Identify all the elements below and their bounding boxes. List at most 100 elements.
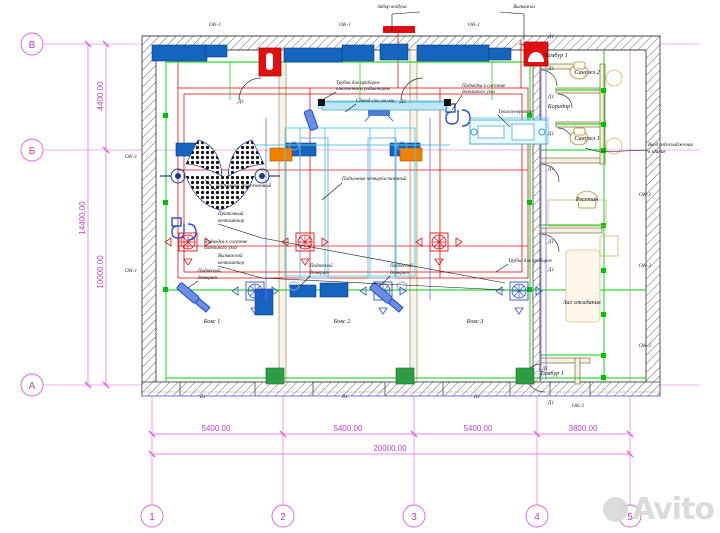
annotation-water-inlet-2: в здание [648, 150, 666, 155]
grid-bubble-5[interactable]: 5 [618, 504, 642, 528]
dim-v-1: 4400.00 [96, 81, 105, 110]
door-label: Д1 [547, 239, 555, 245]
grid-bubble-label: 3 [411, 512, 417, 523]
dim-v-2: 10000.00 [96, 255, 105, 289]
grid-bubble-label: 1 [149, 512, 155, 523]
annotation-exhaust-fan-1: Вытяжной [218, 253, 243, 259]
grid-bubble-label: В [29, 40, 36, 51]
gate-label: В1 [200, 394, 206, 400]
dim-h-4: 3800.00 [569, 424, 598, 433]
annotation-diesel-tap-2: дизельного узла [204, 246, 237, 251]
room-label-vestibule-bottom: Тамбур 1 [540, 370, 564, 377]
annotation-heating-pipe-2: отопления и радиаторов [336, 87, 391, 92]
annotation-diesel-1: Подводка к системе [461, 84, 506, 89]
two-post-lift [160, 139, 280, 211]
annotation-pipe-devices: Трубка для приборов [508, 259, 553, 264]
grid-bubble-4[interactable]: 4 [525, 504, 549, 528]
room-label-vestibule-top: Тамбур 1 [544, 52, 568, 59]
annotation-jack-2a: Подвесной [309, 263, 333, 269]
gate-label: В1 [342, 394, 348, 400]
fan-icons [164, 232, 543, 315]
dim-h-1: 5400.00 [202, 424, 231, 433]
dim-h-total: 20000.00 [373, 444, 407, 453]
room-label-corridor: Коридор [547, 103, 570, 110]
window-label: ОК-2 [639, 263, 652, 269]
door-label: Д1 [547, 66, 555, 72]
fire-cabinet-icon [523, 41, 549, 67]
annotation-two-post-lift: Подъемник двухстоечный [215, 183, 272, 189]
door-label: Д1 [541, 366, 549, 372]
siphon-symbol-right [445, 103, 471, 127]
dim-h-2: 5400.00 [334, 424, 363, 433]
annotation-supply-fan-2: вентилятор [218, 219, 245, 224]
leader-lines [187, 11, 649, 291]
door-label: Д1 [547, 400, 555, 406]
room-label-reception: Ресепшн [575, 196, 598, 203]
door-label: Д1 [237, 99, 245, 105]
annotation-jack-3a: Подвесной [389, 263, 413, 269]
grid-bubble-label: 2 [280, 512, 286, 523]
annotation-jack-1b: домкрат [198, 276, 217, 281]
gate-label: В1 [474, 394, 480, 400]
window-label: ОК-2 [639, 343, 652, 349]
room-label-box-1: Бокс 1 [203, 318, 221, 325]
annotation-air-intake: Забор воздуха [377, 5, 407, 10]
window-label: ОК-2 [572, 403, 585, 409]
door-label: Д1 [399, 99, 407, 105]
window-label: ОК-1 [125, 154, 138, 160]
four-post-lift [288, 137, 408, 291]
annotation-supply-fan-1: Приточный [217, 211, 244, 217]
sanitary-fixtures [547, 61, 623, 323]
door-label: Д1 [547, 131, 555, 137]
annotation-jack-3b: домкрат [390, 271, 409, 276]
annotation-exhaust: Вытяжка [513, 5, 535, 10]
window-label: ОК-1 [209, 22, 222, 28]
office-partitions [539, 63, 606, 385]
room-label-wc-2: Санузел 2 [574, 69, 599, 76]
dimension-lines [84, 40, 634, 458]
annotation-diesel-tap-1: Подводка к системе [203, 240, 248, 245]
grid-bubble-label: 5 [627, 512, 633, 523]
heat-generator [469, 119, 547, 145]
window-label: ОК-1 [468, 22, 481, 28]
room-label-box-2: Бокс 2 [333, 318, 351, 325]
annotation-texts: Забор воздуха Вытяжка Ввод водоснабжения… [197, 5, 693, 281]
annotation-jack-1a: Подвесной [197, 268, 221, 274]
grid-bubble-b[interactable]: Б [20, 138, 44, 162]
grid-bubble-2[interactable]: 2 [271, 504, 295, 528]
annotation-water-inlet-1: Ввод водоснабжения [648, 143, 693, 148]
grid-bubble-label: 4 [534, 512, 540, 523]
window-label: ОК-2 [639, 192, 652, 198]
room-label-box-3: Бокс 3 [466, 318, 484, 325]
fire-extinguisher-icon [258, 47, 282, 77]
annotation-four-post-lift: Подъемник четырёхстоечный [341, 176, 407, 182]
grid-bubble-label: А [29, 381, 36, 392]
room-label-wc-1: Санузел 1 [574, 135, 599, 142]
grid-bubble-1[interactable]: 1 [140, 504, 164, 528]
dim-h-3: 5400.00 [464, 424, 493, 433]
dim-v-total: 14400.00 [78, 201, 87, 235]
annotation-heating-pipe-1: Трубка для приборов [336, 81, 381, 86]
floor-equipment [265, 367, 535, 385]
annotation-bench: Стенд соп. на или [356, 99, 395, 104]
test-bench [318, 99, 451, 122]
heating-network [177, 26, 529, 279]
door-label: Д1 [547, 166, 555, 172]
dimension-texts: 5400.00 5400.00 5400.00 3800.00 20000.00… [78, 81, 598, 453]
door-label: Д1 [547, 34, 555, 40]
annotation-heat-generator: Теплогенератор [498, 110, 533, 115]
opening-labels: ОК-1 ОК-1 ОК-1 ОК-1 ОК-1 ОК-2 ОК-2 ОК-2 … [125, 22, 652, 409]
grid-bubble-a[interactable]: А [20, 373, 44, 397]
grid-bubble-label: Б [29, 146, 36, 157]
annotation-diesel-2: дизельного узла [462, 90, 495, 95]
door-label: Д1 [547, 267, 555, 273]
annotation-exhaust-fan-2: вентилятор [218, 261, 245, 266]
grid-bubble-v[interactable]: В [20, 32, 44, 56]
grid-bubble-3[interactable]: 3 [402, 504, 426, 528]
siphon-symbol [171, 217, 197, 241]
window-label: ОК-1 [339, 22, 352, 28]
hoist-equipment [176, 109, 404, 313]
door-label: Д1 [547, 94, 555, 100]
